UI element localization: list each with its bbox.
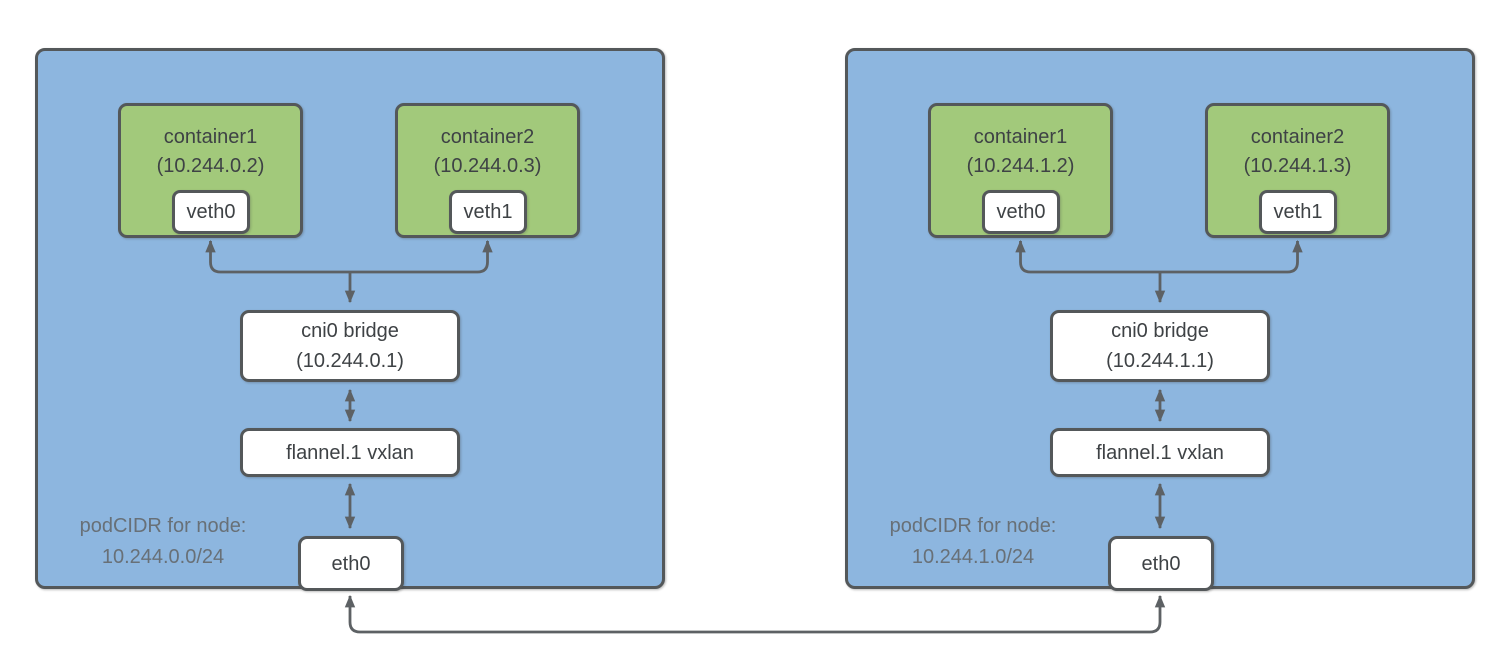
veth0-box: veth0 bbox=[982, 190, 1060, 234]
eth0-box: eth0 bbox=[298, 536, 404, 591]
vxlan-label: flannel.1 vxlan bbox=[1096, 441, 1224, 464]
container-ip: (10.244.1.2) bbox=[966, 155, 1075, 177]
container-ip: (10.244.0.2) bbox=[156, 155, 265, 177]
arrow-veth-rail-left bbox=[205, 239, 493, 274]
container-name: container1 bbox=[163, 126, 258, 148]
veth-label: veth1 bbox=[463, 200, 513, 223]
flannel-vxlan-box: flannel.1 vxlan bbox=[240, 428, 460, 477]
bridge-name: cni0 bridge bbox=[301, 320, 399, 342]
veth-label: veth0 bbox=[996, 200, 1046, 223]
node-box-left: container1 (10.244.0.2) container2 (10.2… bbox=[35, 48, 665, 591]
container-name: container1 bbox=[973, 126, 1068, 148]
container-name: container2 bbox=[440, 126, 535, 148]
veth1-box: veth1 bbox=[449, 190, 527, 234]
flannel-vxlan-box: flannel.1 vxlan bbox=[1050, 428, 1270, 477]
container-ip: (10.244.0.3) bbox=[433, 155, 542, 177]
eth0-box: eth0 bbox=[1108, 536, 1214, 591]
veth1-box: veth1 bbox=[1259, 190, 1337, 234]
cni0-bridge-box: cni0 bridge (10.244.1.1) bbox=[1050, 310, 1270, 382]
podcidr-line1: podCIDR for node: bbox=[889, 515, 1057, 537]
arrow-eth0-link bbox=[344, 594, 1166, 634]
bridge-ip: (10.244.1.1) bbox=[1106, 350, 1214, 372]
podcidr-line2: 10.244.0.0/24 bbox=[101, 546, 225, 568]
arrow-veth-rail-right bbox=[1015, 239, 1303, 274]
cni0-bridge-box: cni0 bridge (10.244.0.1) bbox=[240, 310, 460, 382]
bridge-ip: (10.244.0.1) bbox=[296, 350, 404, 372]
vxlan-label: flannel.1 vxlan bbox=[286, 441, 414, 464]
veth-label: veth1 bbox=[1273, 200, 1323, 223]
podcidr-line1: podCIDR for node: bbox=[79, 515, 247, 537]
veth0-box: veth0 bbox=[172, 190, 250, 234]
container-name: container2 bbox=[1250, 126, 1345, 148]
podcidr-line2: 10.244.1.0/24 bbox=[911, 546, 1035, 568]
veth-label: veth0 bbox=[186, 200, 236, 223]
container-ip: (10.244.1.3) bbox=[1243, 155, 1352, 177]
nic-label: eth0 bbox=[1141, 552, 1181, 575]
podcidr-caption: podCIDR for node: 10.244.1.0/24 bbox=[853, 511, 1093, 573]
bridge-name: cni0 bridge bbox=[1111, 320, 1209, 342]
nic-label: eth0 bbox=[331, 552, 371, 575]
podcidr-caption: podCIDR for node: 10.244.0.0/24 bbox=[43, 511, 283, 573]
